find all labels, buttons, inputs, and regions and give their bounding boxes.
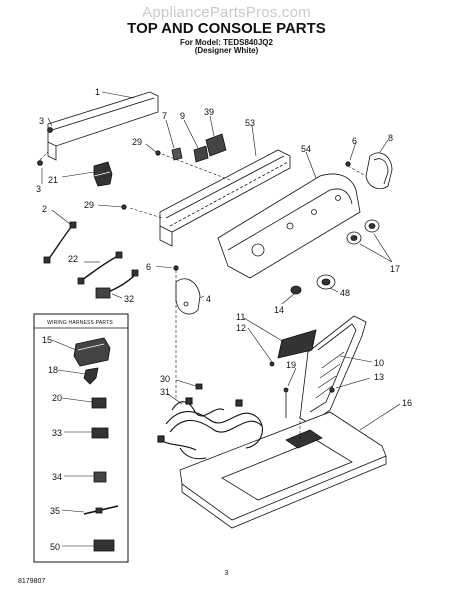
harness-box-title: WIRING HARNESS PARTS [47,320,113,326]
callout-30: 30 [160,374,170,384]
part-30-clip [195,383,203,390]
callout-53: 53 [245,118,255,128]
part-54-console-panel [217,173,361,279]
callout-1: 1 [95,87,100,97]
model-line: For Model: TEDS840JQ2 [180,38,273,47]
callout-29-top: 29 [132,137,142,147]
callout-9: 9 [180,111,185,121]
part-29-screw [121,150,161,210]
callout-13: 13 [374,372,384,382]
part-11-lens [277,329,317,359]
callout-11: 11 [236,312,245,322]
part-33-connector [91,427,109,439]
part-19-screw [283,387,289,418]
callout-35: 35 [50,506,60,516]
callout-19: 19 [286,360,296,370]
callout-6-left: 6 [146,262,151,272]
part-8-end-cap [365,152,393,190]
callout-48: 48 [340,288,350,298]
part-39-component [205,133,227,157]
part-14-button [290,285,302,295]
part-32-connector [95,269,139,299]
part-31-wire-harness [157,397,263,460]
callout-16: 16 [402,398,412,408]
callout-20: 20 [52,393,62,403]
leader-lines [41,91,401,431]
callout-33: 33 [52,428,62,438]
callout-14: 14 [274,305,284,315]
callout-6-right: 6 [352,136,357,146]
part-21-switch [93,161,113,187]
callout-29-mid: 29 [84,200,94,210]
wiring-harness-box [33,313,129,563]
part-17-knob [346,219,380,245]
page-title: TOP AND CONSOLE PARTS [127,20,326,37]
callout-15: 15 [42,335,52,345]
part-15-harness-block [73,337,111,367]
part-10-rear-panel [299,315,367,425]
callout-3-bottom: 3 [36,184,41,194]
part-22-wire [77,251,123,285]
callout-2: 2 [42,204,47,214]
part-50-connector [93,539,115,552]
part-3-screw [37,127,53,166]
callout-32: 32 [124,294,134,304]
callout-3-top: 3 [39,116,44,126]
callout-22: 22 [68,254,78,264]
part-12-screw [269,361,275,367]
callout-34: 34 [52,472,62,482]
part-35-wire [83,505,119,515]
part-1-bracket [47,91,159,161]
variant-line: (Designer White) [194,46,259,55]
callout-31: 31 [160,387,170,397]
watermark: AppliancePartsPros.com [142,4,311,21]
part-48-knob [316,274,336,290]
page-number: 3 [224,570,229,577]
part-13-screw [329,387,335,393]
callout-7: 7 [162,111,167,121]
part-7-component [171,147,183,161]
part-34-connector [93,471,107,483]
callout-12: 12 [236,323,246,333]
part-4-end-cap [175,278,201,315]
callout-10: 10 [374,358,384,368]
part-16-top-panel [179,411,387,529]
doc-number: 8179807 [18,578,46,585]
callout-39: 39 [204,107,214,117]
part-20-connector [91,397,107,409]
part-18-clip [83,367,99,385]
part-9-component [193,145,209,163]
part-2-wire [43,221,77,264]
assembly-lines [39,151,367,440]
callout-50: 50 [50,542,60,552]
callout-8: 8 [388,133,393,143]
callout-4: 4 [206,294,211,304]
part-53-console-bracket [159,149,291,247]
callout-21: 21 [48,175,58,185]
callout-54: 54 [301,144,311,154]
box-leader-lines [51,339,94,547]
callout-17: 17 [390,264,400,274]
callout-18: 18 [48,365,58,375]
